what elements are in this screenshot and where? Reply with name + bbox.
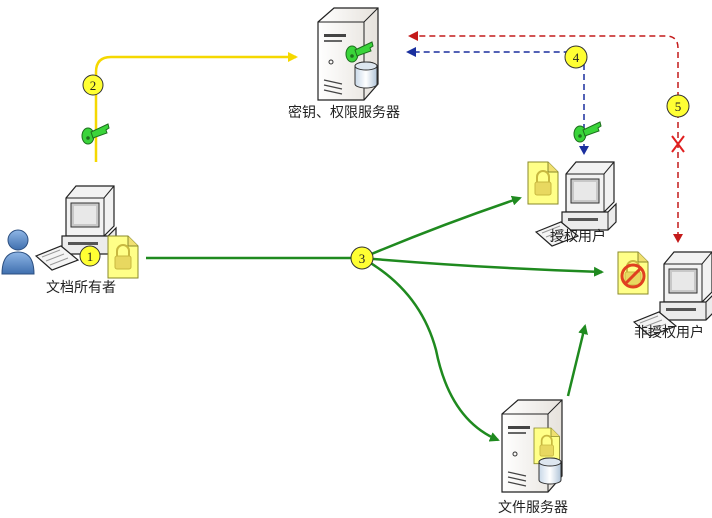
red-arrowhead-down <box>673 234 683 243</box>
file-server-icon <box>501 399 563 493</box>
edge-hub-to-authorized <box>361 195 522 260</box>
svg-text:5: 5 <box>675 99 682 114</box>
svg-text:3: 3 <box>359 251 366 266</box>
step-badge-4: 4 <box>564 45 588 69</box>
edge-file-server-to-unauthorized <box>566 324 588 397</box>
step-badge-2: 2 <box>82 74 104 96</box>
edge-owner-to-key-server <box>94 52 298 162</box>
key-server-label: 密钥、权限服务器 <box>288 105 400 121</box>
step-badge-1: 1 <box>79 245 101 267</box>
edge-authorized-to-key-server <box>406 47 585 150</box>
owner-locked-document-icon <box>107 235 139 279</box>
authorized-key-icon <box>573 121 602 143</box>
user-icon <box>1 229 35 275</box>
edge-hub-to-unauthorized <box>361 256 604 277</box>
svg-text:1: 1 <box>87 249 94 264</box>
svg-text:4: 4 <box>573 50 580 65</box>
unauthorized-user-label: 非授权用户 <box>634 325 704 341</box>
authorized-user-label: 授权用户 <box>550 229 606 245</box>
blue-arrowhead-down <box>579 146 589 155</box>
svg-text:2: 2 <box>90 78 97 93</box>
key-server-icon <box>317 7 379 101</box>
denied-x-icon <box>671 135 685 153</box>
file-server-label: 文件服务器 <box>498 500 568 516</box>
step-badge-3: 3 <box>350 246 374 270</box>
owner-workstation-icon <box>35 185 117 271</box>
owner-label: 文档所有者 <box>46 280 116 296</box>
unauthorized-document-icon <box>617 251 649 295</box>
edge-hub-to-file-server <box>361 256 500 442</box>
edge-unauthorized-to-key-server <box>408 31 679 238</box>
step-badge-5: 5 <box>666 94 690 118</box>
authorized-locked-document-icon <box>527 161 559 205</box>
